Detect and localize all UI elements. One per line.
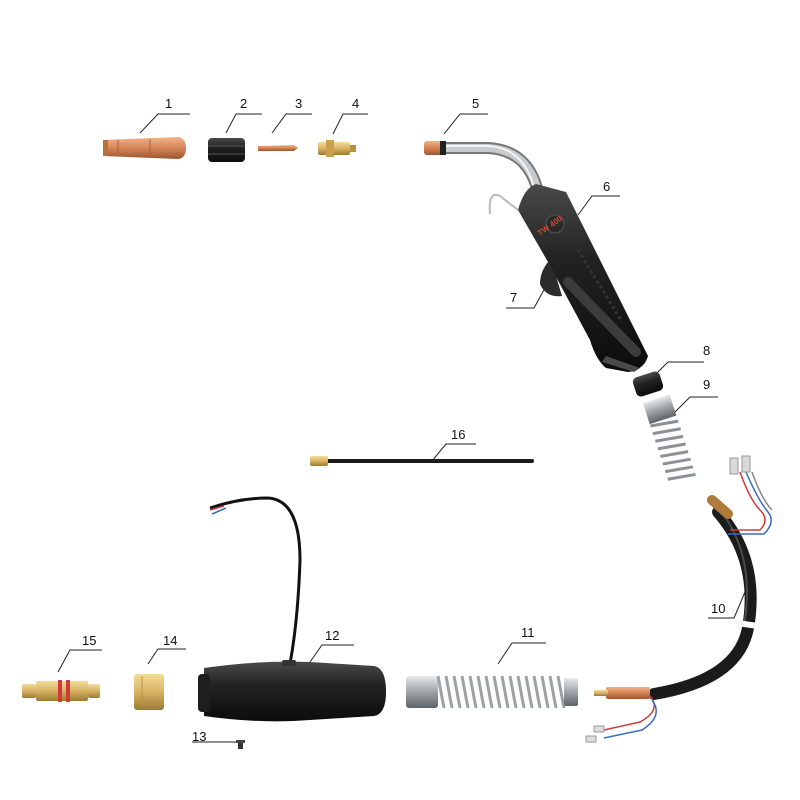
leader-line-7 xyxy=(506,287,546,309)
part-bushing xyxy=(134,674,164,710)
leader-line-16 xyxy=(431,443,476,462)
part-cable-assembly xyxy=(585,455,773,743)
leader-line-6 xyxy=(577,195,620,216)
part-handle: TW 400 xyxy=(488,184,648,372)
leader-line-1 xyxy=(139,113,190,134)
callout-11: 11 xyxy=(521,625,535,640)
callout-9: 9 xyxy=(703,377,711,392)
callout-10: 10 xyxy=(711,601,726,616)
part-cable-spring xyxy=(406,675,578,709)
callout-7: 7 xyxy=(510,290,518,305)
part-insulator xyxy=(208,138,245,162)
part-tip-holder xyxy=(318,140,356,157)
trigger xyxy=(540,262,562,297)
leader-line-3 xyxy=(271,113,312,134)
leader-line-11 xyxy=(497,642,546,665)
leader-line-5 xyxy=(443,113,488,135)
callout-12: 12 xyxy=(325,628,340,643)
leader-line-9 xyxy=(674,396,718,413)
part-nozzle xyxy=(103,137,186,159)
leader-line-2 xyxy=(225,113,262,134)
leader-line-12 xyxy=(309,644,354,663)
callout-13: 13 xyxy=(192,729,207,744)
callout-4: 4 xyxy=(352,96,360,111)
callout-16: 16 xyxy=(451,427,466,442)
leader-line-10 xyxy=(708,591,746,619)
leader-line-4 xyxy=(332,113,368,135)
callout-14: 14 xyxy=(163,633,178,648)
leader-line-15 xyxy=(57,649,102,673)
callout-5: 5 xyxy=(472,96,480,111)
callout-15: 15 xyxy=(82,633,97,648)
part-contact-tip xyxy=(258,145,298,151)
part-swan-neck xyxy=(424,141,544,198)
part-rear-handle xyxy=(198,496,386,722)
leader-lines xyxy=(57,113,746,743)
callout-8: 8 xyxy=(703,343,711,358)
part-connector xyxy=(22,680,100,702)
part-liner xyxy=(310,456,534,466)
callout-1: 1 xyxy=(165,96,173,111)
callout-2: 2 xyxy=(240,96,248,111)
callout-6: 6 xyxy=(603,179,611,194)
callout-3: 3 xyxy=(295,96,303,111)
part-rear-cap xyxy=(632,371,664,397)
part-spring-support xyxy=(642,394,696,481)
part-screw xyxy=(236,740,245,749)
leader-line-14 xyxy=(147,648,186,665)
